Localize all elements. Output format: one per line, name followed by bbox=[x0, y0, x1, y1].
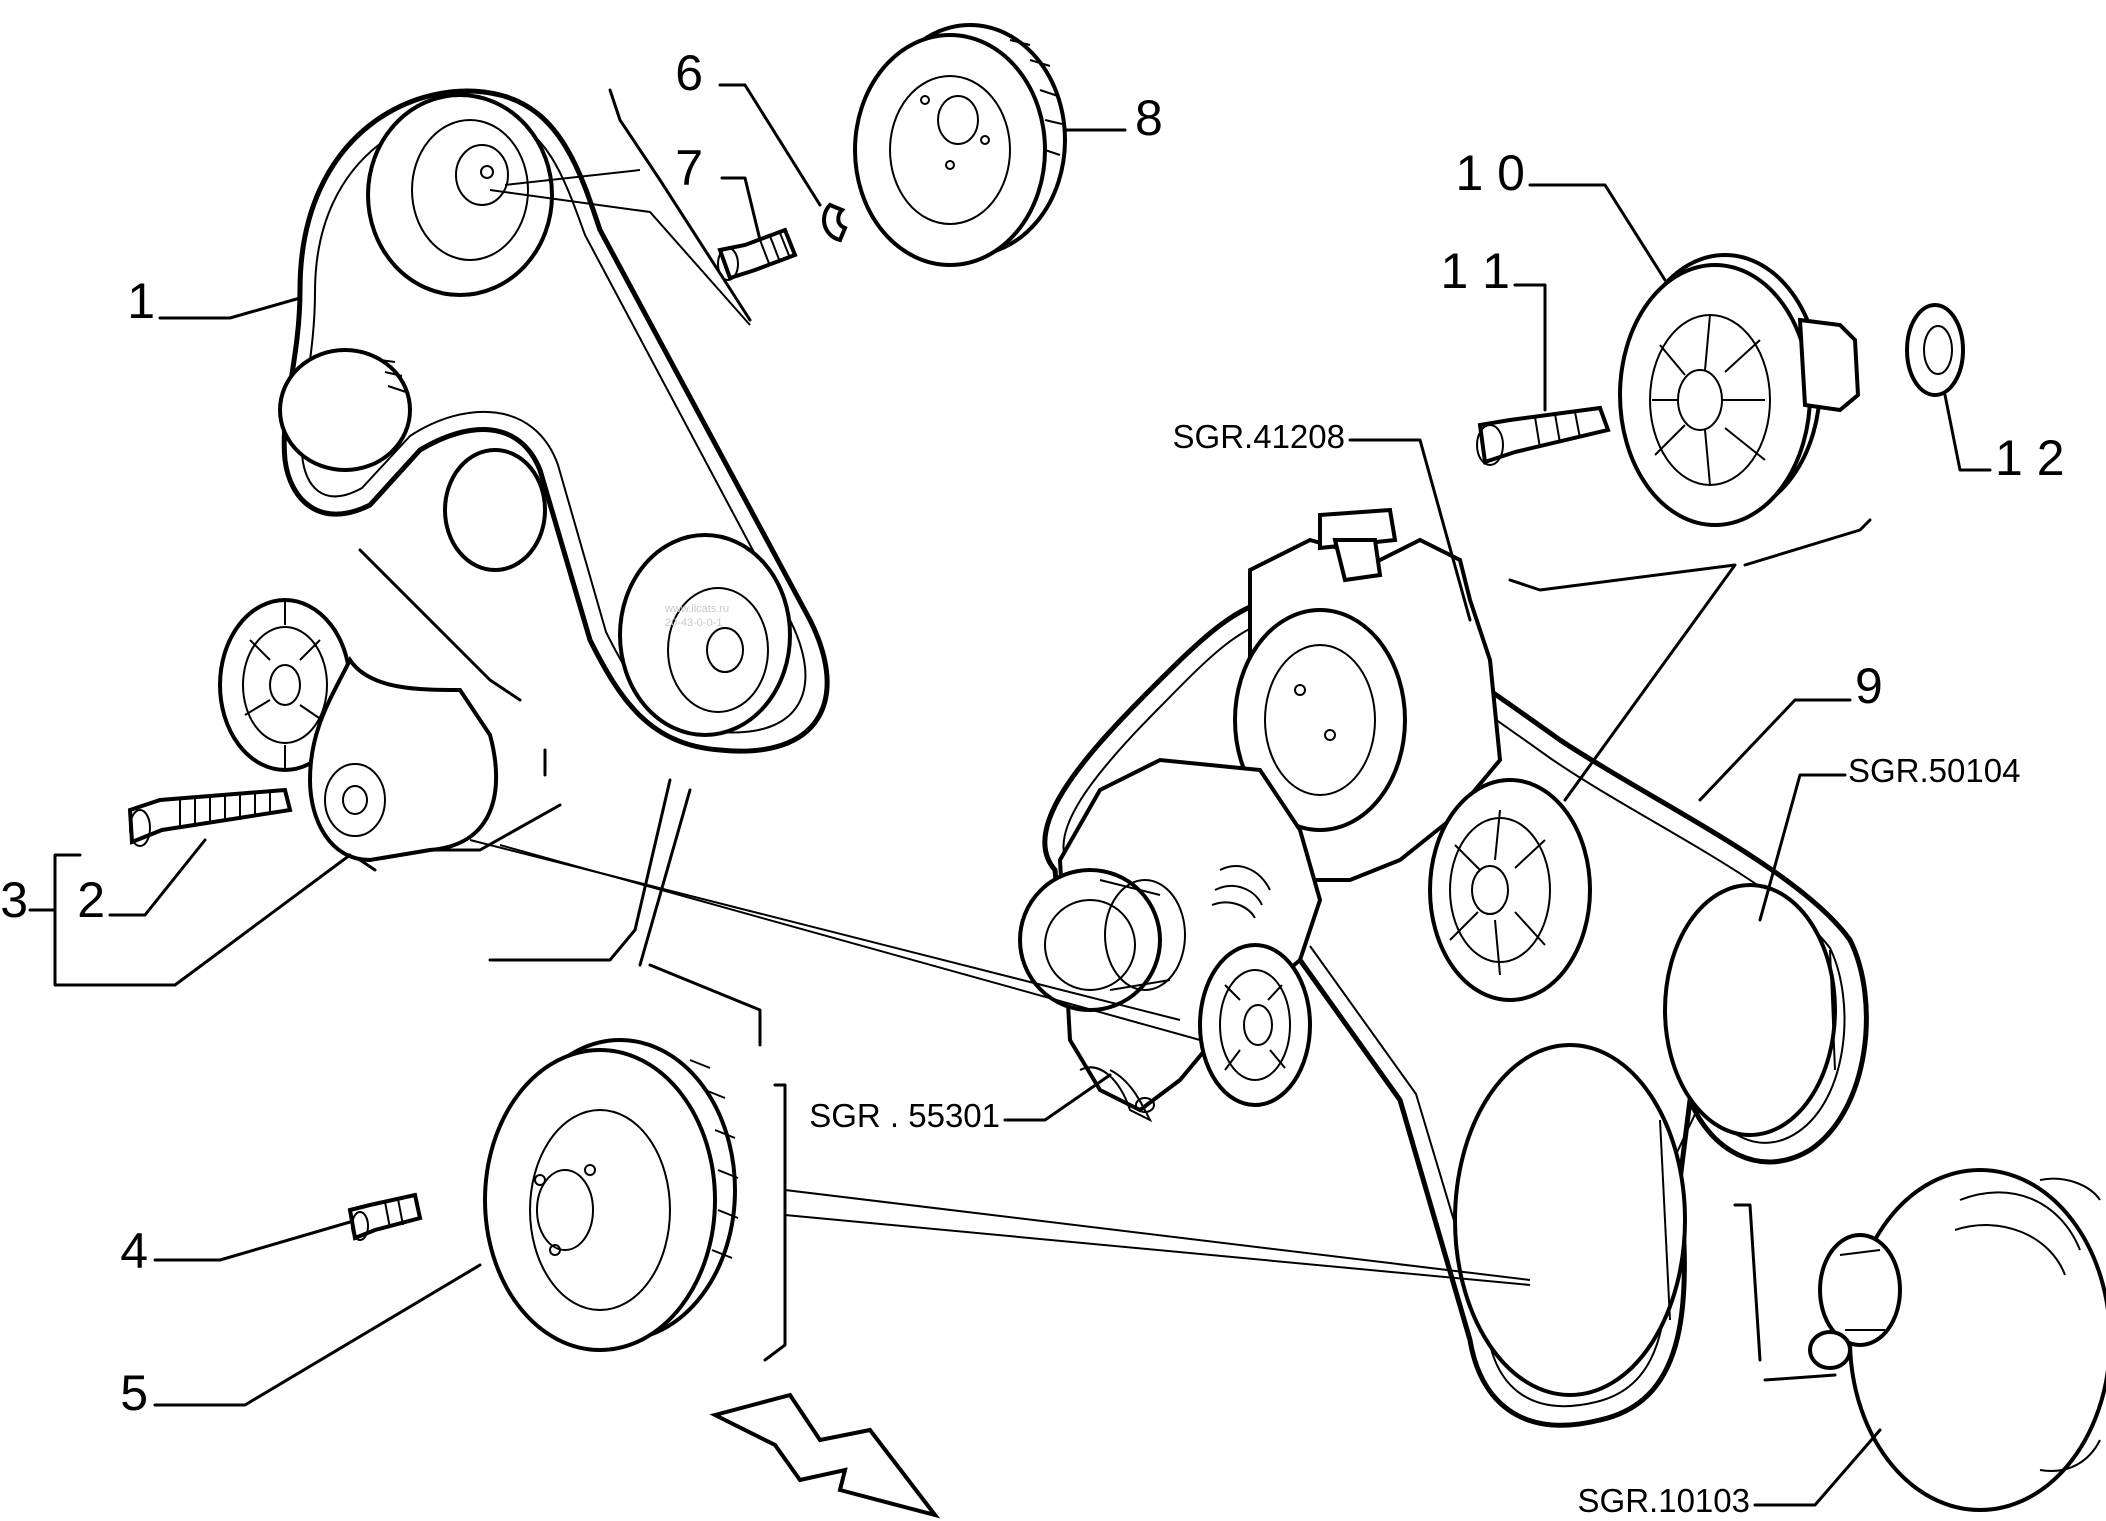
leader-sgr-55301 bbox=[1003, 1073, 1112, 1122]
phantom-line-left-5 bbox=[488, 778, 672, 962]
washer-item-12 bbox=[1905, 303, 1965, 397]
leader-11 bbox=[1513, 283, 1547, 412]
reference-sgr-55301: SGR . 55301 bbox=[809, 1097, 1000, 1134]
crankshaft-pulley-item-5 bbox=[483, 1038, 739, 1352]
leader-3-bracket bbox=[53, 853, 352, 987]
reference-sgr-50104: SGR.50104 bbox=[1848, 752, 2020, 789]
callout-5: 5 bbox=[120, 1365, 148, 1421]
reference-sgr-10103: SGR.10103 bbox=[1578, 1482, 1750, 1519]
leader-5 bbox=[153, 1263, 482, 1407]
bolt-item-11 bbox=[1476, 405, 1611, 466]
callout-9: 9 bbox=[1855, 658, 1883, 714]
phantom-line-left-6 bbox=[638, 788, 692, 967]
leader-2 bbox=[108, 838, 207, 917]
ref-line-pulley-top-b bbox=[504, 169, 641, 186]
callout-8: 8 bbox=[1135, 90, 1163, 146]
phantom-line-left-7 bbox=[648, 963, 762, 1047]
callout-2: 2 bbox=[77, 872, 105, 928]
watermark-line-2: 20-43-0-0-1 bbox=[665, 617, 722, 629]
callout-6: 6 bbox=[675, 45, 703, 101]
ref-line-left-to-right-tensioner-b bbox=[499, 844, 1201, 1041]
left-idler-pulley-a bbox=[278, 348, 412, 472]
crankshaft-end bbox=[1808, 1168, 2106, 1512]
leader-sgr-50104 bbox=[1758, 773, 1847, 922]
right-upper-idler-pulley bbox=[1428, 778, 1592, 1002]
washer-item-6 bbox=[822, 202, 848, 243]
reference-sgr-41208: SGR.41208 bbox=[1173, 418, 1345, 455]
direction-arrow bbox=[709, 1392, 941, 1519]
phantom-line-right-1 bbox=[1508, 563, 1737, 802]
right-alternator-body bbox=[1018, 757, 1323, 1123]
tensioner-bolt bbox=[127, 787, 293, 847]
left-lower-pulley bbox=[618, 533, 792, 737]
bolt-item-7 bbox=[717, 227, 798, 281]
left-idler-pulley-b bbox=[443, 448, 547, 572]
pulley-item-8 bbox=[853, 23, 1067, 267]
callout-7: 7 bbox=[675, 140, 703, 196]
callout-1: 1 bbox=[127, 273, 155, 329]
right-pump-housing bbox=[1233, 507, 1503, 882]
phantom-line-left-1 bbox=[358, 548, 522, 702]
leader-4 bbox=[153, 1220, 352, 1262]
leader-6 bbox=[718, 83, 822, 207]
right-lower-tensioner-pulley bbox=[1198, 943, 1312, 1107]
phantom-line-left-8 bbox=[763, 1083, 787, 1362]
right-large-pulley bbox=[1453, 1043, 1687, 1397]
leader-sgr-10103 bbox=[1753, 1428, 1882, 1507]
ref-line-pulley-top bbox=[489, 189, 751, 326]
leader-10 bbox=[1528, 183, 1667, 282]
callout-4: 4 bbox=[120, 1223, 148, 1279]
phantom-line-left-4 bbox=[608, 88, 752, 322]
leader-1 bbox=[158, 296, 302, 320]
phantom-line-right-2 bbox=[1743, 518, 1872, 567]
ref-line-crank-to-right-pulley-b bbox=[784, 1214, 1531, 1286]
leader-7 bbox=[720, 176, 762, 242]
callout-12: 1 2 bbox=[1995, 430, 2065, 486]
left-top-pulley bbox=[366, 93, 554, 297]
leader-sgr-41208 bbox=[1348, 438, 1472, 622]
callout-11: 1 1 bbox=[1440, 243, 1510, 299]
pulley-bolt-item-4 bbox=[347, 1192, 423, 1241]
left-tensioner-assembly bbox=[218, 598, 499, 863]
leader-9 bbox=[1698, 698, 1852, 802]
idler-pulley-item-10 bbox=[1618, 253, 1861, 527]
phantom-line-right-3 bbox=[1733, 1203, 1762, 1362]
ref-line-crank-to-right-pulley bbox=[784, 1189, 1531, 1281]
leader-12 bbox=[1943, 393, 1992, 472]
callout-3: 3 bbox=[0, 872, 28, 928]
watermark-line-1: www.ilcats.ru bbox=[664, 603, 729, 615]
callout-10: 1 0 bbox=[1455, 145, 1525, 201]
right-pulley-sgr-50104 bbox=[1663, 883, 1837, 1137]
phantom-line-right-4 bbox=[1763, 1373, 1837, 1382]
